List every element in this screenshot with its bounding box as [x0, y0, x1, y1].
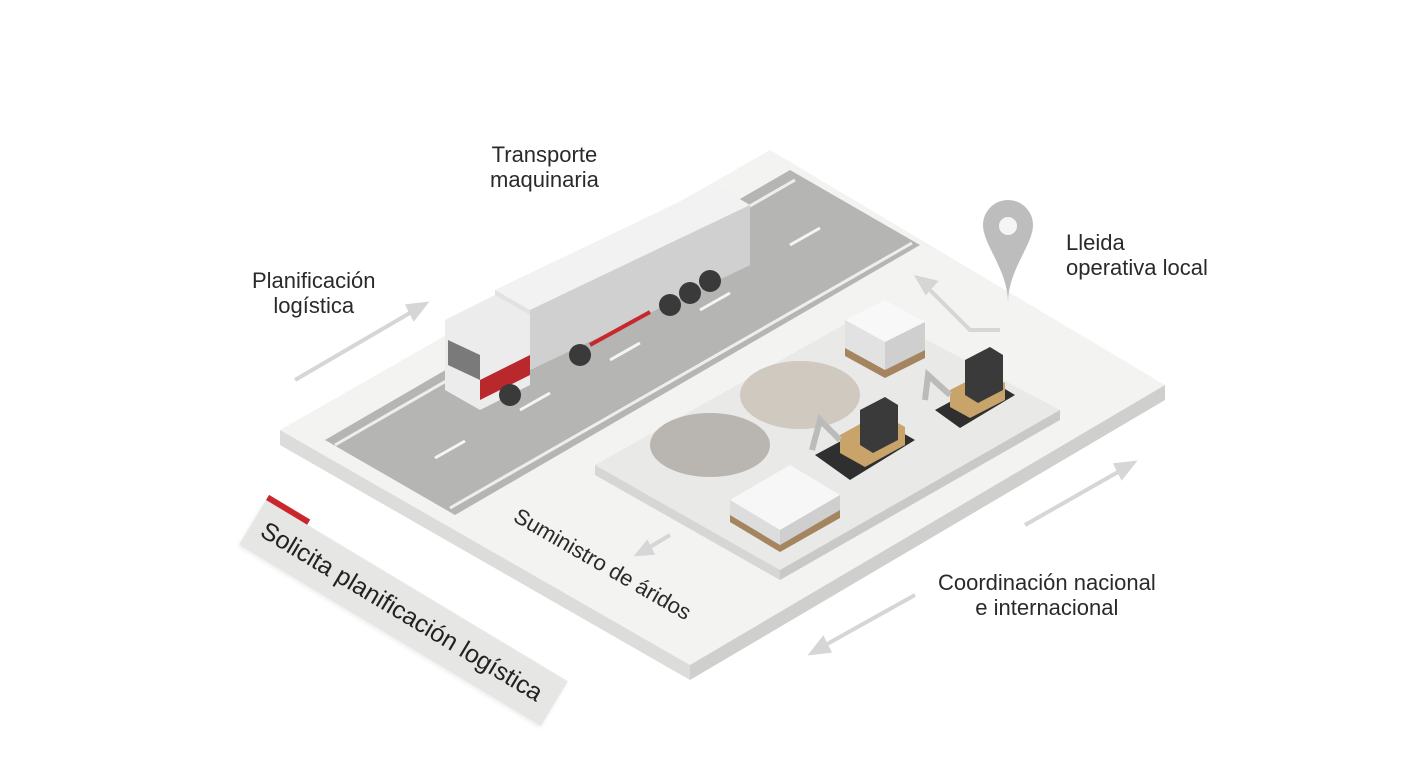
label-line: Planificación [252, 268, 376, 293]
label-coordination: Coordinación nacional e internacional [938, 570, 1156, 620]
label-planning: Planificación logística [252, 268, 376, 318]
arrow-icon [633, 533, 672, 557]
excavator [809, 397, 915, 480]
label-line: e internacional [975, 595, 1119, 620]
sand-pile [740, 361, 860, 429]
yard-pad [595, 310, 1060, 580]
arrow-icon [807, 593, 916, 656]
arrow-icon [913, 275, 1000, 332]
location-pin-icon [983, 200, 1033, 303]
label-transport: Transporte maquinaria [490, 142, 599, 192]
arrow-icon [293, 301, 430, 382]
pallet-blocks [730, 465, 840, 552]
truck [445, 185, 750, 410]
label-line: Coordinación nacional [938, 570, 1156, 595]
excavator [922, 347, 1015, 428]
arrow-icon [1024, 460, 1138, 527]
pallet-slabs [845, 300, 925, 378]
label-line: logística [273, 293, 355, 318]
label-line: Transporte [491, 142, 598, 167]
gravel-pile [650, 413, 770, 477]
label-line: maquinaria [490, 167, 599, 192]
label-line: Lleida [1066, 230, 1125, 255]
label-line: operativa local [1066, 255, 1208, 280]
label-location: Lleida operativa local [1066, 230, 1208, 280]
